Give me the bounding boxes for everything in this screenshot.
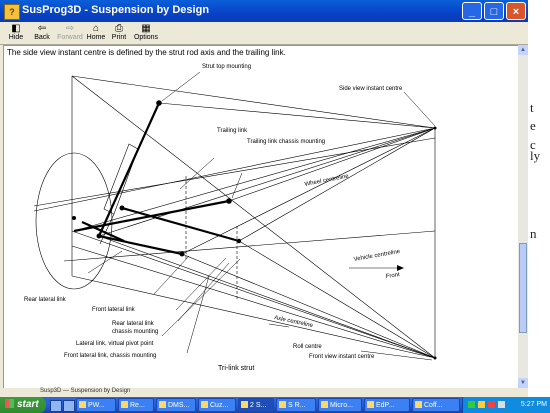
label-rear-lateral-chassis-2: chassis mounting [112,329,158,335]
status-text: Susp3D — Suspension by Design [40,388,131,394]
title-bar[interactable]: ? SusProg3D - Suspension by Design _ □ × [0,0,528,22]
maximize-button[interactable]: □ [484,2,504,20]
app-icon [79,401,86,408]
window-title: SusProg3D - Suspension by Design [22,4,210,16]
app-icon [415,401,422,408]
home-button[interactable]: ⌂ Home [86,23,106,43]
vertical-scrollbar[interactable]: ▲ ▼ [518,45,528,388]
label-front-view-ic: Front view instant centre [309,354,375,360]
suspension-diagram: Strut top mounting Side view instant cen… [24,64,437,372]
back-label: Back [34,34,50,41]
label-vehicle-centreline: Vehicle centreline [353,249,401,263]
home-icon: ⌂ [92,23,100,34]
forward-button[interactable]: ⇨ Forward [56,23,84,43]
taskbar-item-label: Micro... [330,402,353,409]
print-label: Print [111,34,127,41]
antivirus-icon[interactable] [488,401,495,408]
taskbar-item-label: Coff... [424,402,443,409]
back-button[interactable]: ⇦ Back [32,23,52,43]
taskbar-item[interactable]: PW... [76,398,116,412]
clock[interactable]: 5:27 PM [520,401,547,408]
taskbar-item-label: EdP... [376,402,395,409]
label-lateral-virtual-pivot: Lateral link, virtual pivot point [76,341,154,347]
print-icon: ⎙ [115,23,123,34]
label-trailing-link-chassis: Trailing link chassis mounting [247,139,325,145]
label-front: Front [385,272,400,280]
quick-launch-ie-icon[interactable] [50,400,62,412]
options-button[interactable]: ▦ Options [132,23,160,43]
taskbar-item-label: 2 S... [250,402,267,409]
taskbar-item[interactable]: DMS... [156,398,196,412]
taskbar-item[interactable]: EdP... [364,398,410,412]
bg-text-line: n [530,226,537,241]
label-front-lateral-link: Front lateral link [92,307,136,313]
status-bar: Susp3D — Suspension by Design [0,388,528,397]
app-icon [159,401,166,408]
print-button[interactable]: ⎙ Print [110,23,128,43]
label-strut-top-mounting: Strut top mounting [202,64,251,70]
help-app-icon: ? [4,4,20,20]
topic-caption: The side view instant centre is defined … [7,48,286,57]
hide-button[interactable]: ◧ Hide [6,23,26,43]
app-icon [241,401,248,408]
home-label: Home [86,34,106,41]
taskbar-item[interactable]: Micro... [318,398,362,412]
bg-text-line: e [530,118,536,133]
taskbar-item-label: Cuz... [210,402,229,409]
security-icon[interactable] [478,401,485,408]
help-toolbar: ◧ Hide ⇦ Back ⇨ Forward ⌂ Home ⎙ Print ▦… [0,22,528,45]
start-button[interactable]: start [0,397,46,413]
scroll-down-icon[interactable]: ▼ [518,378,528,388]
volume-icon[interactable] [498,401,505,408]
taskbar-item-label: Re... [130,402,145,409]
forward-arrow-icon: ⇨ [65,23,75,34]
label-trilink-strut: Tri-link strut [218,365,254,372]
start-label: start [17,399,39,410]
label-front-lateral-chassis: Front lateral link, chassis mounting [64,353,156,359]
system-tray: 5:27 PM [462,397,550,413]
minimize-button[interactable]: _ [462,2,482,20]
options-label: Options [133,34,159,41]
taskbar: start PW... Re... DMS... Cuz... 2 S... S… [0,397,550,413]
taskbar-item[interactable]: Cuz... [198,398,236,412]
app-icon [121,401,128,408]
app-icon [279,401,286,408]
forward-label: Forward [57,34,83,41]
help-window: ? SusProg3D - Suspension by Design _ □ ×… [0,0,529,397]
scroll-up-icon[interactable]: ▲ [518,45,528,55]
help-content-pane[interactable]: The side view instant centre is defined … [3,45,520,390]
taskbar-item[interactable]: Coff... [412,398,460,412]
quick-launch-desktop-icon[interactable] [63,400,75,412]
app-icon [201,401,208,408]
app-icon [321,401,328,408]
taskbar-item-label: DMS... [168,402,190,409]
label-roll-centre: Roll centre [293,344,322,350]
taskbar-item-active[interactable]: 2 S... [238,398,274,412]
taskbar-item-label: PW... [88,402,105,409]
windows-logo-icon [5,399,14,408]
taskbar-item[interactable]: Re... [118,398,154,412]
label-rear-lateral-chassis-1: Rear lateral link [112,321,155,327]
label-rear-lateral-link: Rear lateral link [24,297,67,303]
label-axle-centreline: Axle centreline [274,315,314,329]
taskbar-item[interactable]: S R... [276,398,316,412]
options-icon: ▦ [141,23,151,34]
hide-label: Hide [8,34,24,41]
bg-text-line: t [530,100,534,115]
bg-text-line: ly [530,148,541,163]
scroll-thumb[interactable] [519,243,527,333]
back-arrow-icon: ⇦ [37,23,47,34]
network-icon[interactable] [468,401,475,408]
hide-icon: ◧ [11,23,21,34]
label-side-view-ic: Side view instant centre [339,86,403,92]
bg-text-line: c [530,137,536,152]
close-button[interactable]: × [506,2,526,20]
taskbar-item-label: S R... [288,402,306,409]
app-icon [367,401,374,408]
label-trailing-link: Trailing link [217,128,248,134]
background-document[interactable]: t e c ly n [528,0,550,397]
